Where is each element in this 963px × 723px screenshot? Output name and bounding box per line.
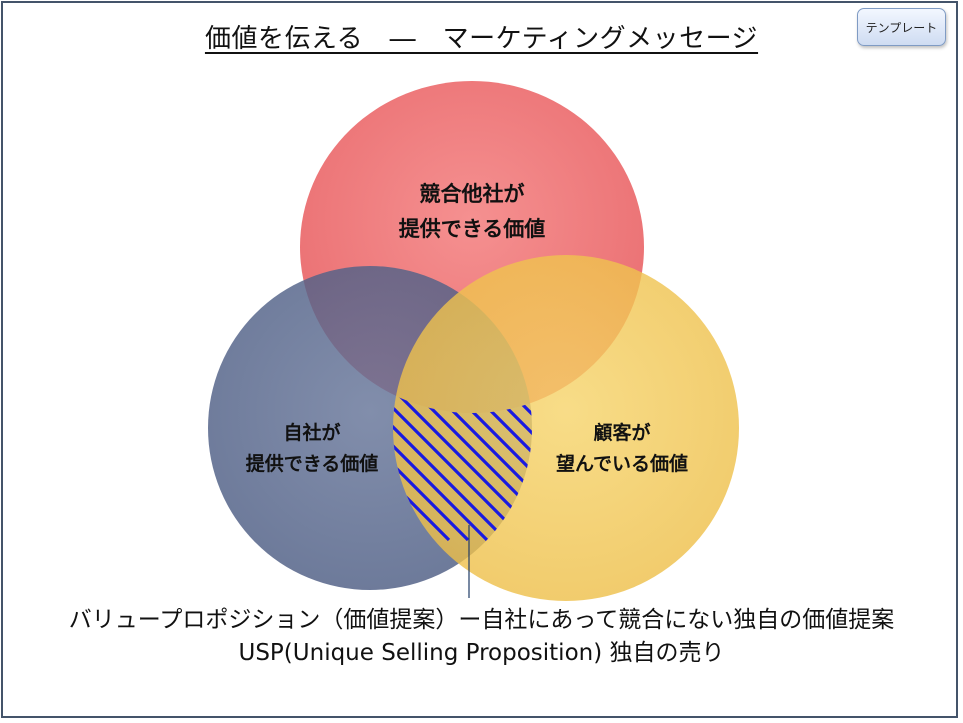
- competitor-label: 競合他社が 提供できる価値: [398, 182, 546, 241]
- hatch-line: [393, 378, 508, 542]
- hatch-line: [393, 378, 451, 542]
- customer-label: 顧客が 望んでいる価値: [555, 422, 689, 476]
- slide-title: 価値を伝える ― マーケティングメッセージ: [204, 24, 759, 54]
- template-button[interactable]: テンプレート: [857, 8, 946, 46]
- self-label: 自社が 提供できる価値: [245, 422, 379, 476]
- caption-line-2: USP(Unique Selling Proposition) 独自の売り: [238, 640, 725, 666]
- hatch-line: [496, 378, 532, 542]
- hatch-line: [393, 378, 470, 542]
- caption-line-1: バリュープロポジション（価値提案）ー自社にあって競合にない独自の価値提案: [68, 607, 895, 633]
- hatch-line: [393, 378, 489, 542]
- hatch-line: [393, 378, 527, 542]
